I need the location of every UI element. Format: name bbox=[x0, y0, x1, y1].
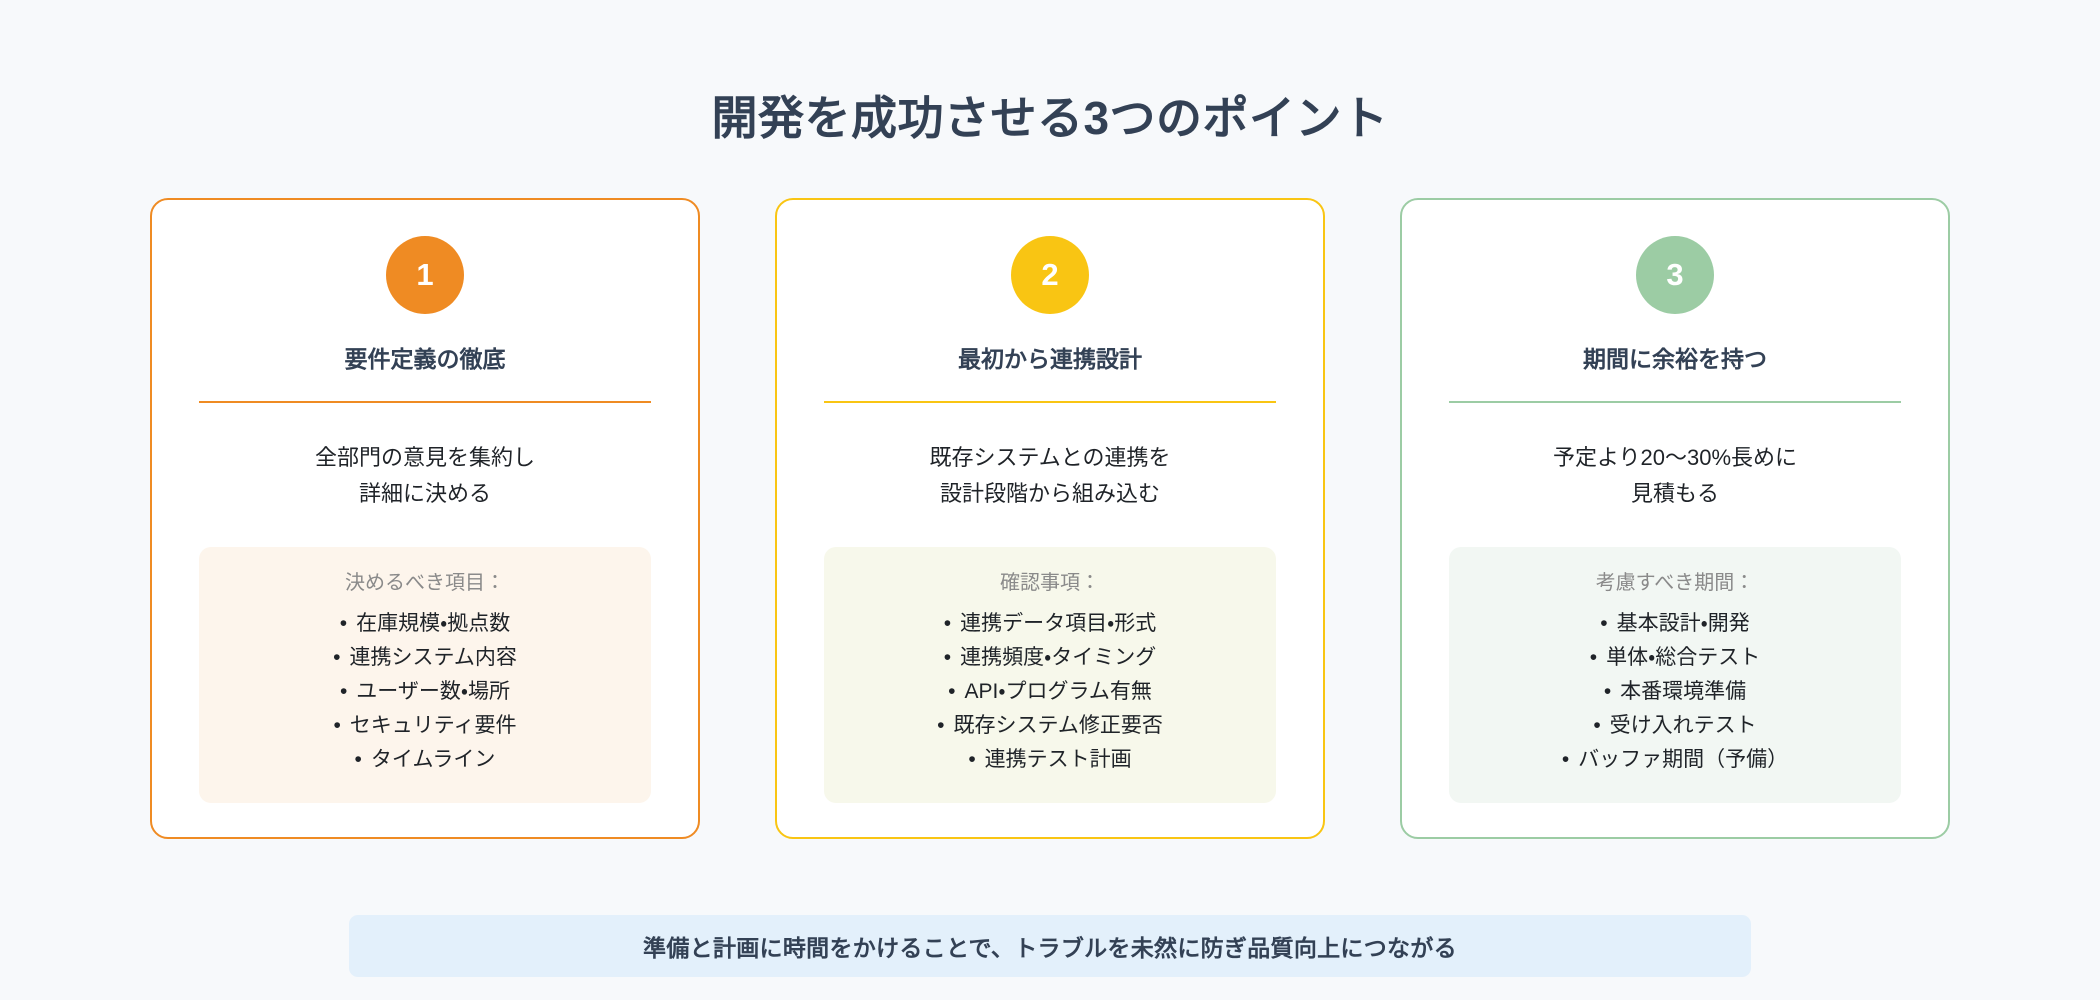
point-card-3: 3 期間に余裕を持つ 予定より20〜30%長めに 見積もる 考慮すべき期間： 基… bbox=[1400, 198, 1950, 840]
list-item: API・プログラム有無 bbox=[937, 675, 1163, 709]
description-line: 既存システムとの連携を bbox=[929, 444, 1171, 470]
list-item: 単体・総合テスト bbox=[1562, 641, 1788, 675]
description-line: 設計段階から組み込む bbox=[939, 480, 1160, 506]
checklist-box-1: 決めるべき項目： 在庫規模・拠点数 連携システム内容 ユーザー数・場所 セキュリ… bbox=[199, 547, 651, 804]
description-line: 全部門の意見を集約し bbox=[314, 444, 535, 470]
list-item: 本番環境準備 bbox=[1562, 675, 1788, 709]
page-title: 開発を成功させる3つのポイント bbox=[711, 91, 1389, 144]
list-item: 既存システム修正要否 bbox=[937, 709, 1162, 743]
summary-banner: 準備と計画に時間をかけることで、トラブルを未然に防ぎ品質向上につながる bbox=[349, 915, 1751, 977]
point-card-description-1: 全部門の意見を集約し 詳細に決める bbox=[315, 440, 535, 511]
list-item: タイムライン bbox=[333, 743, 517, 777]
description-line: 予定より20〜30%長めに bbox=[1552, 444, 1798, 470]
point-card-description-3: 予定より20〜30%長めに 見積もる bbox=[1553, 440, 1797, 511]
point-card-title-3: 期間に余裕を持つ bbox=[1583, 346, 1767, 372]
description-line: 見積もる bbox=[1630, 480, 1719, 506]
checklist-box-3: 考慮すべき期間： 基本設計・開発 単体・総合テスト 本番環境準備 受け入れテスト… bbox=[1449, 547, 1901, 804]
card-divider-1 bbox=[199, 400, 651, 403]
checklist-box-2: 確認事項： 連携データ項目・形式 連携頻度・タイミング API・プログラム有無 … bbox=[824, 547, 1276, 804]
checklist-label-2: 確認事項： bbox=[1000, 572, 1100, 595]
list-item: 連携システム内容 bbox=[333, 641, 516, 675]
points-card-row: 1 要件定義の徹底 全部門の意見を集約し 詳細に決める 決めるべき項目： 在庫規… bbox=[150, 198, 1950, 840]
point-number-badge-2: 2 bbox=[1011, 236, 1089, 314]
list-item: 受け入れテスト bbox=[1562, 709, 1788, 743]
summary-banner-text: 準備と計画に時間をかけることで、トラブルを未然に防ぎ品質向上につながる bbox=[643, 935, 1457, 961]
point-card-1: 1 要件定義の徹底 全部門の意見を集約し 詳細に決める 決めるべき項目： 在庫規… bbox=[150, 198, 700, 840]
point-number-badge-1: 1 bbox=[386, 236, 464, 314]
description-line: 詳細に決める bbox=[358, 480, 491, 506]
point-card-2: 2 最初から連携設計 既存システムとの連携を 設計段階から組み込む 確認事項： … bbox=[775, 198, 1325, 840]
point-number-badge-3: 3 bbox=[1636, 236, 1714, 314]
list-item: バッファ期間（予備） bbox=[1562, 743, 1788, 777]
card-divider-2 bbox=[824, 400, 1276, 403]
checklist-1: 在庫規模・拠点数 連携システム内容 ユーザー数・場所 セキュリティ要件 タイムラ… bbox=[333, 607, 517, 777]
list-item: 連携テスト計画 bbox=[937, 743, 1163, 777]
list-item: 基本設計・開発 bbox=[1562, 607, 1788, 641]
checklist-2: 連携データ項目・形式 連携頻度・タイミング API・プログラム有無 既存システム… bbox=[937, 607, 1163, 777]
list-item: 連携頻度・タイミング bbox=[937, 641, 1163, 675]
card-divider-3 bbox=[1449, 400, 1901, 403]
list-item: セキュリティ要件 bbox=[333, 709, 517, 743]
point-card-title-2: 最初から連携設計 bbox=[958, 346, 1142, 372]
list-item: ユーザー数・場所 bbox=[333, 675, 517, 709]
list-item: 在庫規模・拠点数 bbox=[333, 607, 517, 641]
point-card-title-1: 要件定義の徹底 bbox=[344, 346, 506, 372]
checklist-label-3: 考慮すべき期間： bbox=[1595, 572, 1755, 595]
checklist-3: 基本設計・開発 単体・総合テスト 本番環境準備 受け入れテスト バッファ期間（予… bbox=[1562, 607, 1788, 777]
list-item: 連携データ項目・形式 bbox=[937, 607, 1163, 641]
checklist-label-1: 決めるべき項目： bbox=[345, 572, 505, 595]
point-card-description-2: 既存システムとの連携を 設計段階から組み込む bbox=[929, 440, 1170, 511]
